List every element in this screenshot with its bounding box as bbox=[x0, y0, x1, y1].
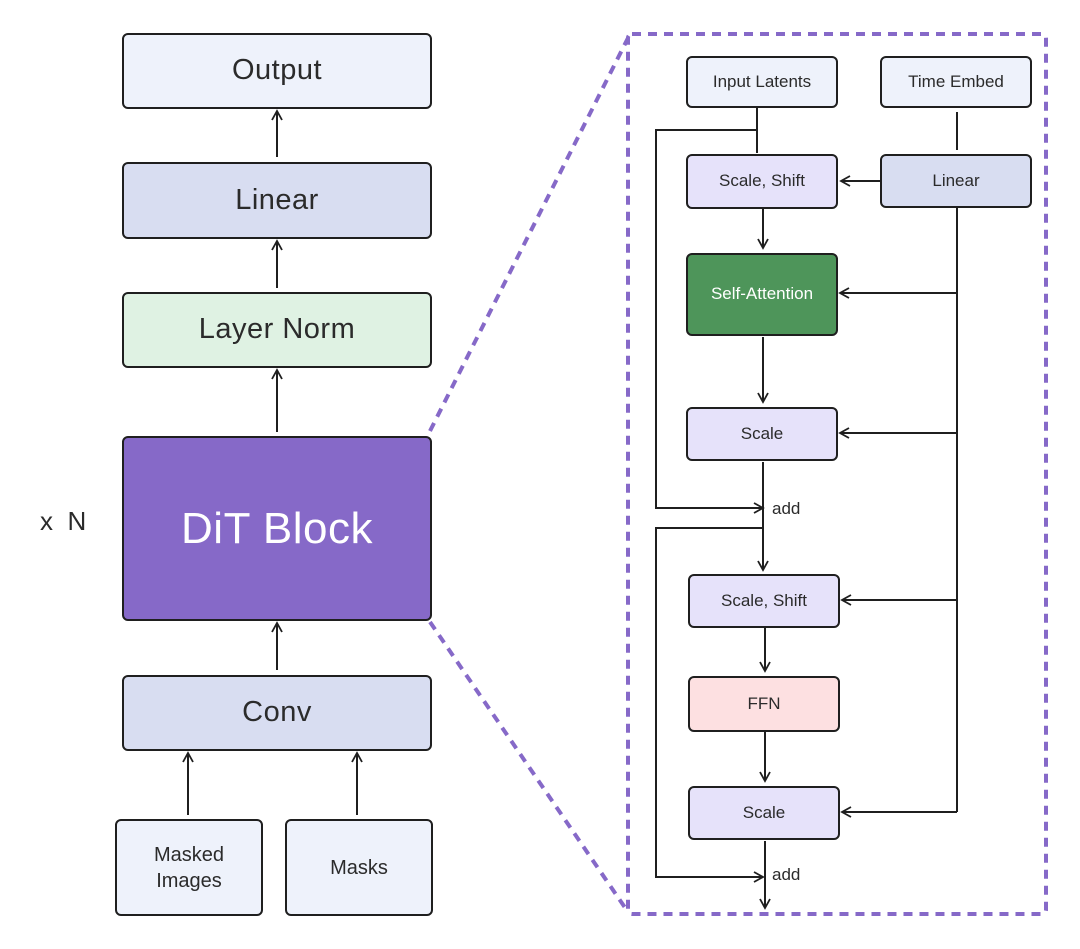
dit-block-label: DiT Block bbox=[181, 503, 373, 553]
scale-1-label: Scale bbox=[740, 423, 784, 443]
output-label: Output bbox=[231, 54, 323, 87]
masked-images-block: Masked Images bbox=[115, 819, 263, 916]
self-attention-label: Self-Attention bbox=[710, 284, 814, 304]
callout-line-top bbox=[428, 37, 630, 432]
linear-cond-label: Linear bbox=[932, 170, 980, 190]
residual-wire-2 bbox=[655, 527, 765, 883]
conv-label: Conv bbox=[242, 696, 312, 729]
input-latents-block: Input Latents bbox=[686, 56, 838, 108]
add-2-label: add bbox=[772, 865, 801, 884]
masks-label: Masks bbox=[330, 856, 388, 879]
scale-2-label: Scale bbox=[742, 802, 786, 822]
layer-norm-label: Layer Norm bbox=[198, 313, 356, 346]
callout-line-bottom bbox=[428, 620, 630, 914]
conv-block: Conv bbox=[122, 675, 432, 751]
scale-2-block: Scale bbox=[688, 786, 840, 840]
scale-shift-1-block: Scale, Shift bbox=[686, 154, 838, 209]
layer-norm-block: Layer Norm bbox=[122, 292, 432, 368]
scale-shift-2-block: Scale, Shift bbox=[688, 574, 840, 628]
linear-block: Linear bbox=[122, 162, 432, 239]
output-block: Output bbox=[122, 33, 432, 109]
scale-shift-2-label: Scale, Shift bbox=[721, 590, 807, 610]
residual-wire-1 bbox=[655, 129, 765, 514]
time-embed-block: Time Embed bbox=[880, 56, 1032, 108]
ffn-label: FFN bbox=[747, 693, 781, 713]
expansion-callout bbox=[428, 32, 1048, 916]
linear-label: Linear bbox=[235, 183, 319, 216]
dit-detail-frame bbox=[626, 32, 1048, 916]
scale-1-block: Scale bbox=[686, 407, 838, 461]
scale-shift-1-label: Scale, Shift bbox=[719, 171, 805, 191]
self-attention-block: Self-Attention bbox=[686, 253, 838, 336]
ffn-block: FFN bbox=[688, 676, 840, 732]
input-latents-label: Input Latents bbox=[712, 71, 812, 91]
dit-block: DiT Block bbox=[122, 436, 432, 621]
masked-images-label: Masked Images bbox=[153, 843, 225, 892]
add-1-label: add bbox=[772, 499, 801, 518]
masks-block: Masks bbox=[285, 819, 433, 916]
linear-cond-block: Linear bbox=[880, 154, 1032, 208]
repeat-label: x N bbox=[40, 506, 87, 536]
time-embed-label: Time Embed bbox=[908, 71, 1004, 91]
